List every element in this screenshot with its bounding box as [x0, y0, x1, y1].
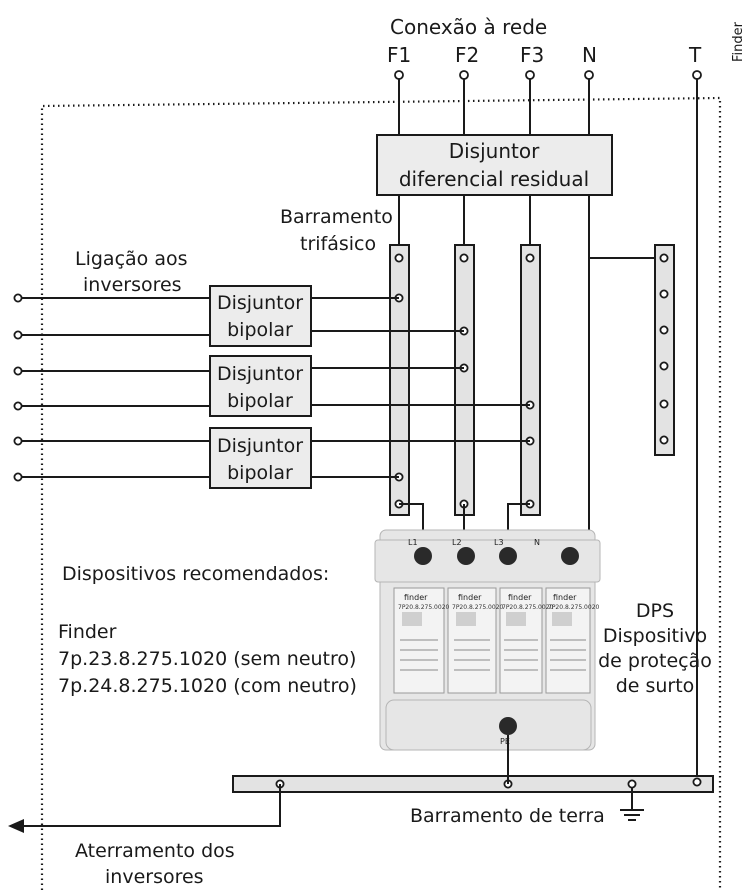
bipolar-breaker-3-label-line2: bipolar — [227, 462, 293, 484]
side-brand-label: Finder — [731, 21, 746, 62]
dps-module-code-4: 7P20.8.275.0020 — [548, 604, 600, 611]
dps-module-brand-3: finder — [508, 593, 532, 602]
phase-bar-l2 — [454, 244, 475, 516]
dps-module-code-3: 7P20.8.275.0020 — [502, 604, 554, 611]
dps-label-line3: de proteção — [598, 650, 712, 672]
dps-label-line4: de surto — [616, 675, 695, 697]
dps-terminal-l1: L1 — [408, 538, 418, 547]
bipolar-breaker-2-label-line2: bipolar — [227, 390, 293, 412]
dps-device: L1 L2 L3 N finder finder finder finder 7… — [374, 529, 601, 751]
phase-label-f1: F1 — [387, 43, 411, 67]
ground-bus-label: Barramento de terra — [410, 805, 605, 827]
three-phase-bus-label-line2: trifásico — [300, 233, 376, 255]
bipolar-breaker-1-label-line1: Disjuntor — [217, 292, 303, 314]
rcd-to-bus-wires — [398, 195, 531, 245]
rcd-box — [376, 134, 613, 196]
bipolar-breaker-1-label-line2: bipolar — [227, 319, 293, 341]
bus-to-dps-wires — [399, 258, 590, 557]
earth-ground-icon — [620, 788, 644, 821]
recommended-model-2: 7p.24.8.275.1020 (com neutro) — [58, 675, 357, 697]
inverter-link-label-line1: Ligação aos — [75, 248, 188, 270]
phase-label-t: T — [688, 43, 702, 67]
bipolar-breaker-3 — [209, 427, 312, 489]
dps-module-code-1: 7P20.8.275.0020 — [398, 604, 450, 611]
inverter-grounding-arrow — [8, 784, 281, 833]
dps-pe-terminal: PE — [500, 737, 510, 746]
phase-bar-l3 — [520, 244, 541, 516]
three-phase-bus-label-line1: Barramento — [280, 206, 393, 228]
ground-bus — [232, 775, 714, 793]
dps-terminal-n: N — [534, 538, 540, 547]
dps-module-brand-4: finder — [553, 593, 577, 602]
dps-label-line2: Dispositivo — [603, 625, 707, 647]
bipolar-breaker-2 — [209, 355, 312, 417]
recommended-heading: Dispositivos recomendados: — [62, 563, 329, 585]
grounding-label-line2: inversores — [105, 866, 204, 888]
phase-bar-l1 — [389, 244, 410, 516]
phase-label-f2: F2 — [455, 43, 479, 67]
bipolar-breaker-3-label-line1: Disjuntor — [217, 435, 303, 457]
inverter-link-label-line2: inversores — [83, 274, 182, 296]
phase-label-f3: F3 — [520, 43, 544, 67]
dps-module-code-2: 7P20.8.275.0020 — [452, 604, 504, 611]
neutral-bar — [654, 244, 675, 456]
dps-module-brand-2: finder — [458, 593, 482, 602]
rcd-label-line2: diferencial residual — [399, 167, 589, 191]
dps-terminal-l3: L3 — [494, 538, 504, 547]
inverter-wires — [13, 293, 530, 482]
phase-label-n: N — [582, 43, 597, 67]
rcd-label-line1: Disjuntor — [449, 139, 540, 163]
grounding-label-line1: Aterramento dos — [75, 840, 235, 862]
bipolar-breaker-1 — [209, 285, 312, 347]
grid-connection-title: Conexão à rede — [390, 15, 547, 39]
recommended-brand: Finder — [58, 621, 117, 643]
dps-terminal-l2: L2 — [452, 538, 462, 547]
dps-module-brand-1: finder — [404, 593, 428, 602]
bipolar-breaker-2-label-line1: Disjuntor — [217, 363, 303, 385]
dps-label-line1: DPS — [636, 600, 674, 622]
recommended-model-1: 7p.23.8.275.1020 (sem neutro) — [58, 648, 356, 670]
